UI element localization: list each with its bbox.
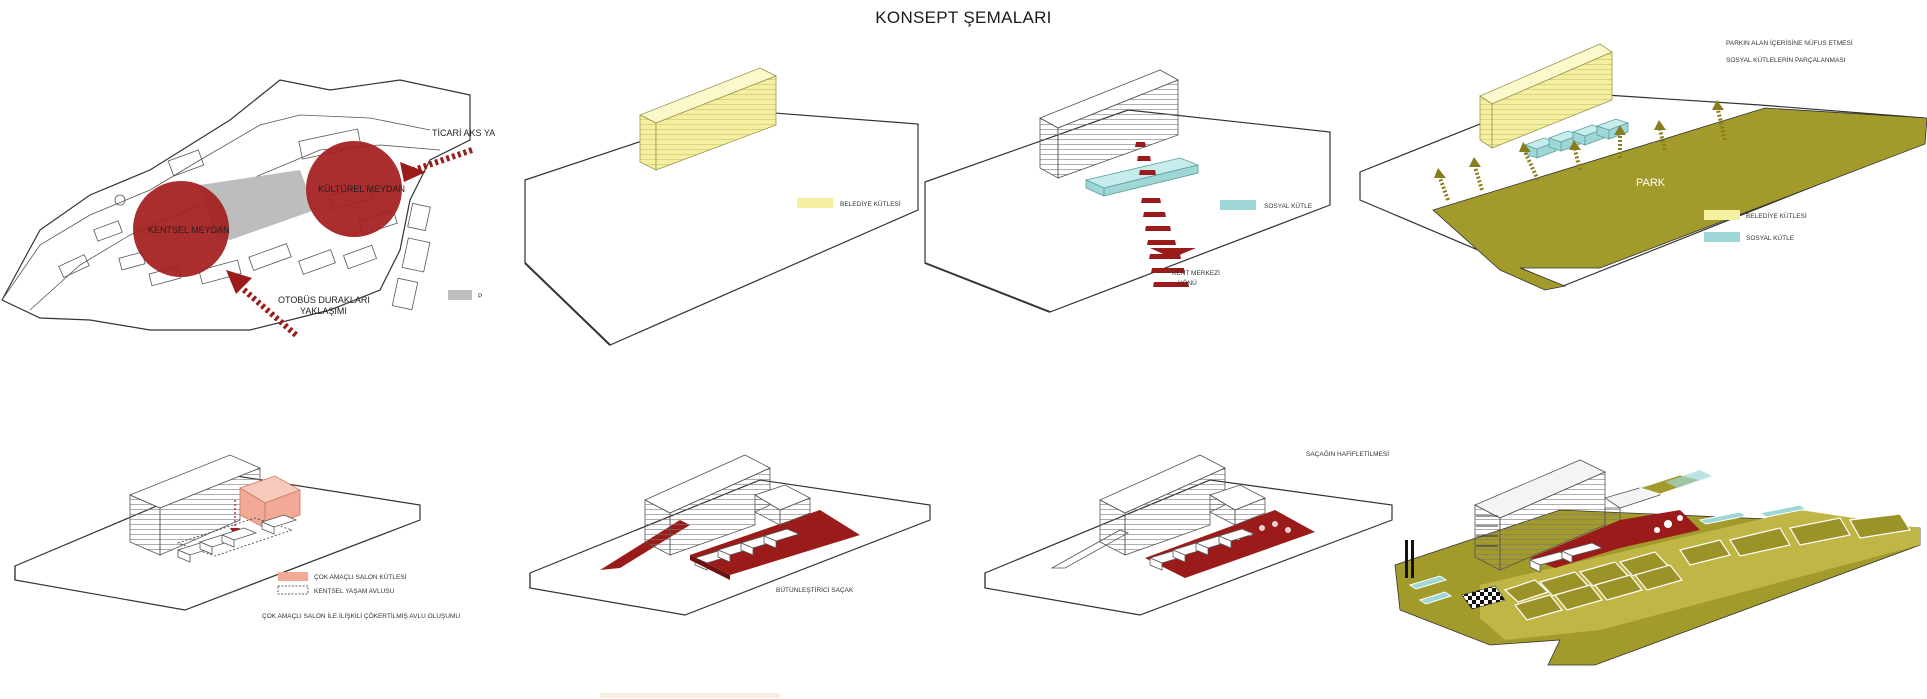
panel-sacak-hafif: SAÇAĞIN HAFİFLETİLMESİ [984,449,1393,616]
scan-artifact [600,693,780,698]
panel-final-render [1394,459,1921,666]
kent-merkezi-label-line1: KENT MERKEZİ [1172,268,1220,277]
legend-swatch-grey [448,290,472,300]
sacak-hafif-caption: SAÇAĞIN HAFİFLETİLMESİ [1306,449,1389,458]
park-note-line2: SOSYAL KÜTLELERİN PARÇALANMASI [1726,55,1846,64]
legend-swatch-sosyal-p4 [1704,232,1740,242]
ticari-aks-label: TİCARİ AKS YA [432,128,495,138]
kentsel-meydan-label: KENTSEL MEYDAN [148,225,230,235]
legend-belediye-label: BELEDİYE KÜTLESİ [840,199,901,208]
legend-sosyal-label: SOSYAL KÜTLE [1264,202,1313,210]
sacak-caption: BÜTÜNLEŞTİRİCİ SAÇAK [776,585,854,594]
legend-salon-label: ÇOK AMAÇLI SALON KÜTLESİ [314,572,407,581]
panel-belediye: BELEDİYE KÜTLESİ [524,67,919,346]
park-note-line1: PARKIN ALAN İÇERİSİNE NÜFUS ETMESİ [1726,38,1853,47]
legend-belediye-label-p4: BELEDİYE KÜTLESİ [1746,211,1807,220]
page-title: KONSEPT ŞEMALARI [875,8,1052,27]
legend-swatch-salon [278,572,308,581]
kulturel-meydan-label: KÜLTÜREL MEYDAN [318,184,405,194]
panel-park: PARK PARKIN ALAN İÇERİSİNE NÜFUS ETMESİ … [1359,38,1927,291]
panel-site-plan: KENTSEL MEYDAN KÜLTÜREL MEYDAN TİCARİ AK… [1,79,495,338]
panel-sosyal: KENT MERKEZİ YÖNÜ SOSYAL KÜTLE [924,69,1331,313]
panel-sacak: BÜTÜNLEŞTİRİCİ SAÇAK [529,454,931,616]
legend-p-label: P [478,293,482,300]
legend-avlu-label: KENTSEL YAŞAM AVLUSU [314,588,395,595]
kent-merkezi-label-line2: YÖNÜ [1178,279,1197,287]
salon-caption: ÇOK AMAÇLI SALON İLE İLİŞKİLİ ÇÖKERTİLMİ… [262,611,460,620]
legend-swatch-sosyal [1220,200,1256,210]
park-label: PARK [1636,177,1666,189]
legend-swatch-belediye [797,198,833,208]
otobus-label-line2: YAKLAŞIMI [300,306,347,316]
legend-swatch-belediye-p4 [1704,210,1740,220]
otobus-label-line1: OTOBÜS DURAKLARI [278,295,370,305]
legend-sosyal-label-p4: SOSYAL KÜTLE [1746,234,1795,242]
legend-swatch-avlu [277,585,309,595]
panel-salon: ÇOK AMAÇLI SALON KÜTLESİ KENTSEL YAŞAM A… [14,454,460,620]
